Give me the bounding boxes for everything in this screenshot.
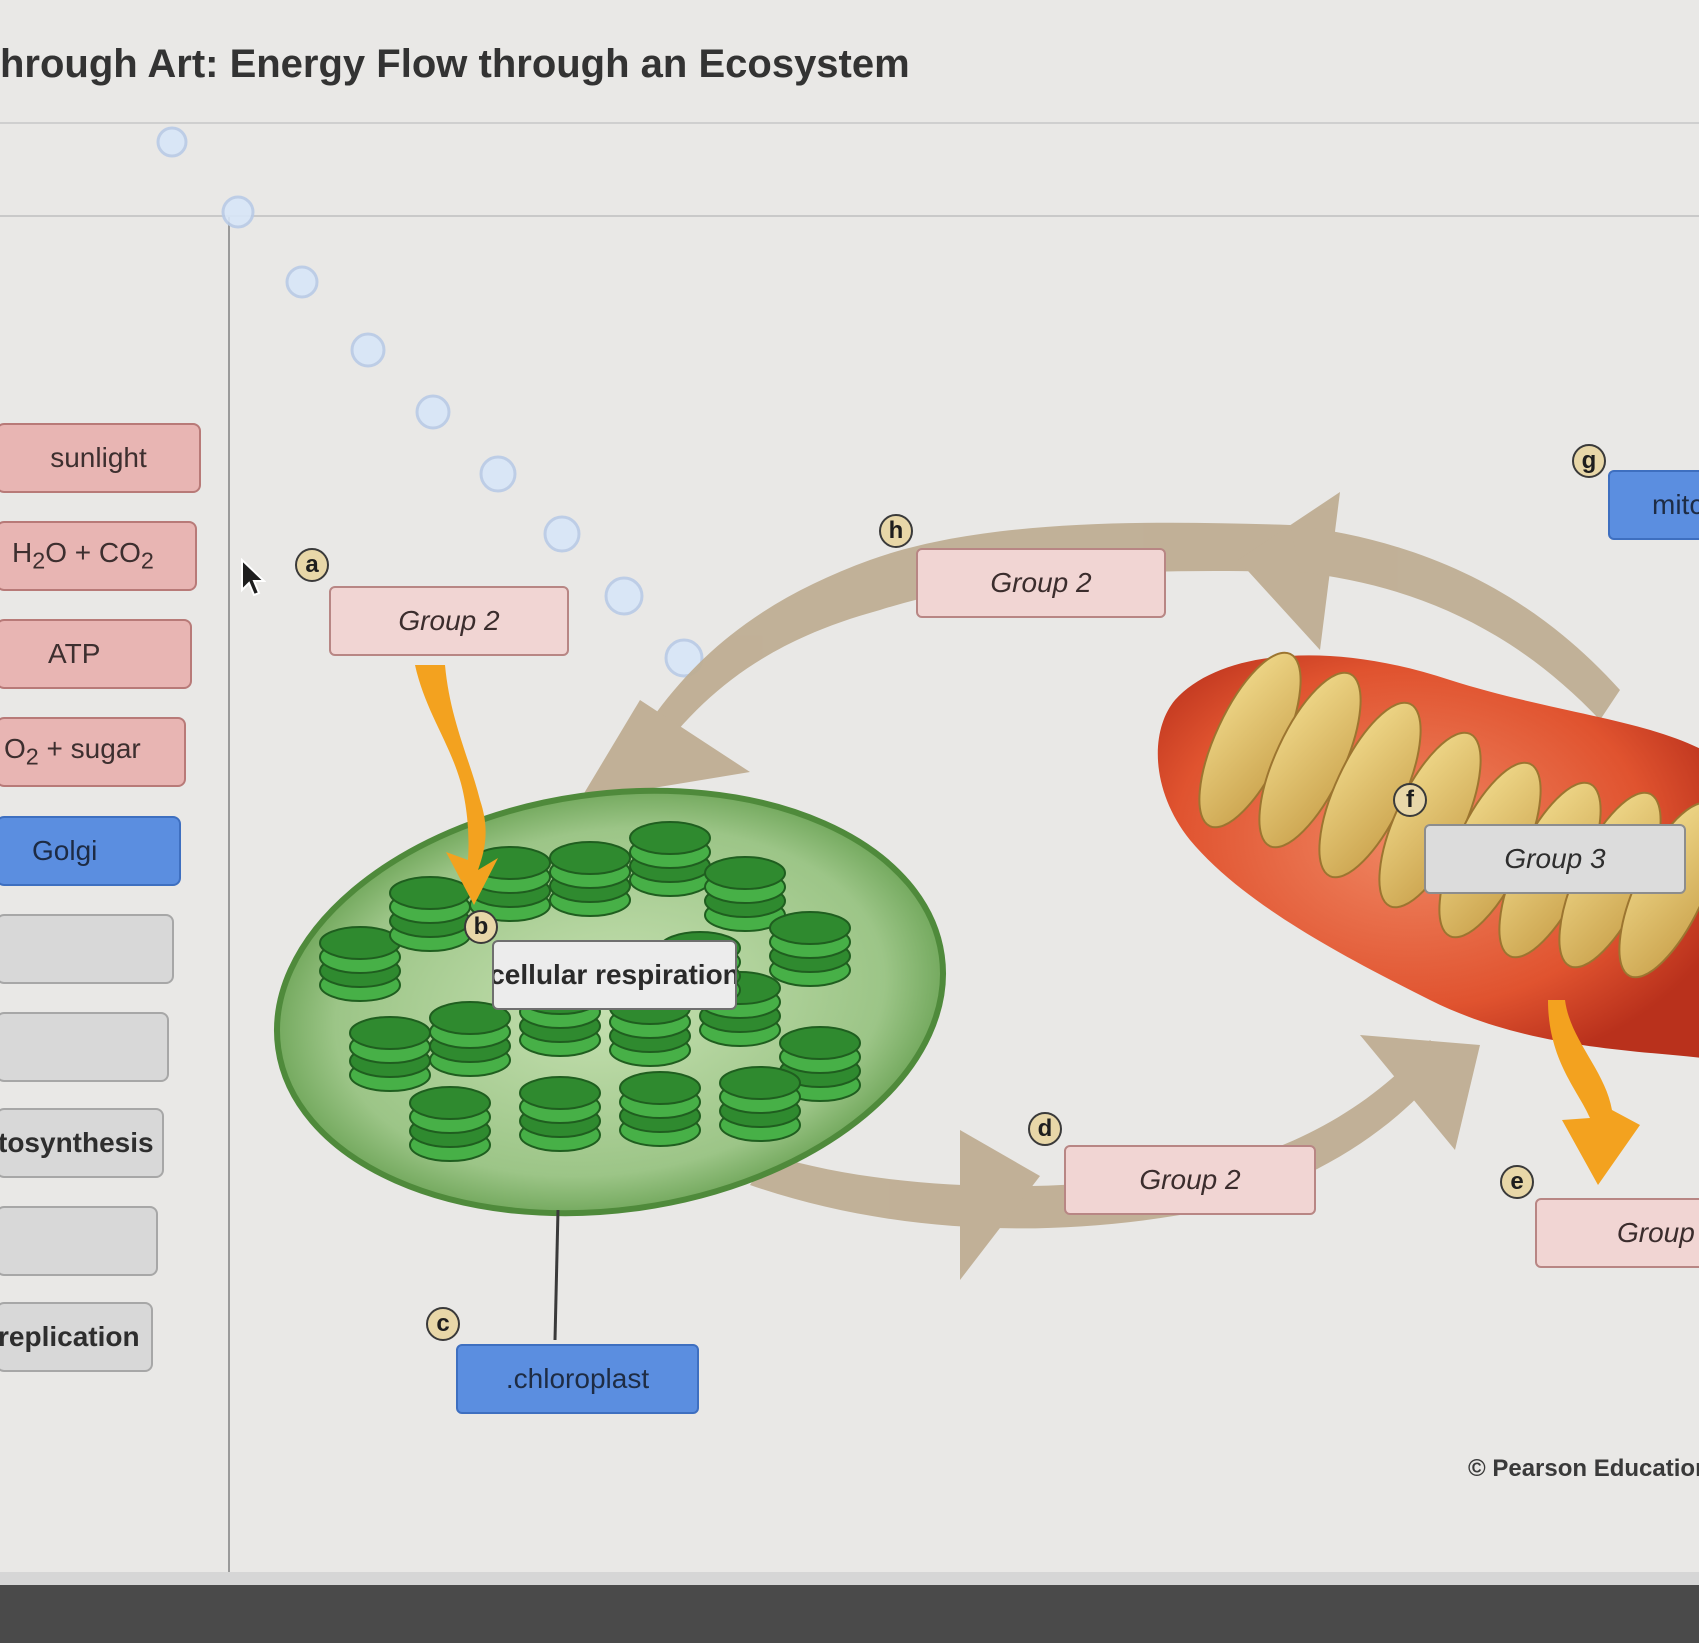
thylakoid-disc bbox=[389, 876, 471, 910]
dropzone-d[interactable]: Group 2 bbox=[1064, 1145, 1316, 1215]
badge-c: c bbox=[426, 1307, 460, 1341]
thylakoid-disc bbox=[429, 1001, 511, 1035]
dropzone-g[interactable]: mitc bbox=[1608, 470, 1699, 540]
light-spot bbox=[415, 394, 451, 430]
bank-chip-label: Golgi bbox=[32, 835, 98, 866]
arrow-mito-top bbox=[1290, 525, 1620, 720]
label-bank-border bbox=[228, 217, 230, 1572]
thylakoid-disc bbox=[549, 841, 631, 875]
light-spot bbox=[604, 576, 644, 616]
bank-chip-label: sunlight bbox=[50, 442, 147, 473]
thylakoid-disc bbox=[719, 1066, 801, 1100]
thylakoid-stacks bbox=[319, 821, 861, 1162]
bank-chip-empty[interactable] bbox=[0, 1206, 158, 1276]
badge-d: d bbox=[1028, 1112, 1062, 1146]
light-spot bbox=[479, 455, 517, 493]
dropzone-c[interactable]: .chloroplast bbox=[456, 1344, 699, 1414]
arrow-head-right bbox=[960, 1130, 1040, 1280]
sunlight-beam bbox=[156, 126, 704, 678]
thylakoid-disc bbox=[319, 926, 401, 960]
arrow-head-mito bbox=[1360, 1035, 1480, 1150]
monitor-bezel-edge bbox=[0, 1572, 1699, 1586]
light-spot bbox=[221, 195, 255, 229]
thylakoid-disc bbox=[704, 856, 786, 890]
dropzone-e[interactable]: Group bbox=[1535, 1198, 1699, 1268]
bank-chip-o2-sugar[interactable]: O2 + sugar bbox=[0, 717, 186, 787]
bank-chip-golgi[interactable]: Golgi bbox=[0, 816, 181, 886]
light-spot bbox=[156, 126, 188, 158]
arrow-heat-out bbox=[1548, 1000, 1640, 1185]
connector-line bbox=[553, 1209, 560, 1341]
bank-chip-label: tosynthesis bbox=[0, 1127, 154, 1158]
bank-chip-label: H2O + CO2 bbox=[12, 537, 154, 574]
copyright-credit: © Pearson Education bbox=[1468, 1455, 1699, 1482]
light-spot bbox=[285, 265, 319, 299]
mouse-pointer-icon bbox=[241, 558, 266, 597]
badge-a: a bbox=[295, 548, 329, 582]
thylakoid-disc bbox=[349, 1016, 431, 1050]
bank-chip-empty[interactable] bbox=[0, 914, 174, 984]
divider bbox=[0, 122, 1699, 124]
page-title: hrough Art: Energy Flow through an Ecosy… bbox=[0, 42, 910, 86]
bank-chip-photosynthesis[interactable]: tosynthesis bbox=[0, 1108, 164, 1178]
dropzone-a[interactable]: Group 2 bbox=[329, 586, 569, 656]
thylakoid-disc bbox=[619, 1071, 701, 1105]
divider bbox=[0, 215, 1699, 217]
light-spot bbox=[350, 332, 386, 368]
bank-chip-label: ATP bbox=[48, 638, 101, 669]
dropzone-b[interactable]: cellular respiration bbox=[492, 940, 737, 1010]
dropzone-h[interactable]: Group 2 bbox=[916, 548, 1166, 618]
thylakoid-disc bbox=[629, 821, 711, 855]
badge-g: g bbox=[1572, 444, 1606, 478]
thylakoid-disc bbox=[409, 1086, 491, 1120]
dropzone-f[interactable]: Group 3 bbox=[1424, 824, 1686, 894]
energy-arrows bbox=[415, 665, 1640, 1185]
light-spot bbox=[543, 515, 581, 553]
thylakoid-disc bbox=[519, 1076, 601, 1110]
badge-h: h bbox=[879, 514, 913, 548]
arrow-sunlight-in bbox=[415, 665, 498, 905]
bank-chip-label: replication bbox=[0, 1321, 140, 1352]
bank-chip-replication[interactable]: replication bbox=[0, 1302, 153, 1372]
badge-f: f bbox=[1393, 783, 1427, 817]
bank-chip-empty[interactable] bbox=[0, 1012, 169, 1082]
monitor-bezel bbox=[0, 1585, 1699, 1643]
thylakoid-disc bbox=[779, 1026, 861, 1060]
badge-b: b bbox=[464, 910, 498, 944]
light-spot bbox=[664, 638, 704, 678]
bank-chip-sunlight[interactable]: sunlight bbox=[0, 423, 201, 493]
thylakoid-disc bbox=[769, 911, 851, 945]
arrow-head-left bbox=[580, 700, 750, 800]
badge-e: e bbox=[1500, 1165, 1534, 1199]
bank-chip-h2o-co2[interactable]: H2O + CO2 bbox=[0, 521, 197, 591]
bank-chip-label: O2 + sugar bbox=[4, 733, 141, 770]
bank-chip-atp[interactable]: ATP bbox=[0, 619, 192, 689]
